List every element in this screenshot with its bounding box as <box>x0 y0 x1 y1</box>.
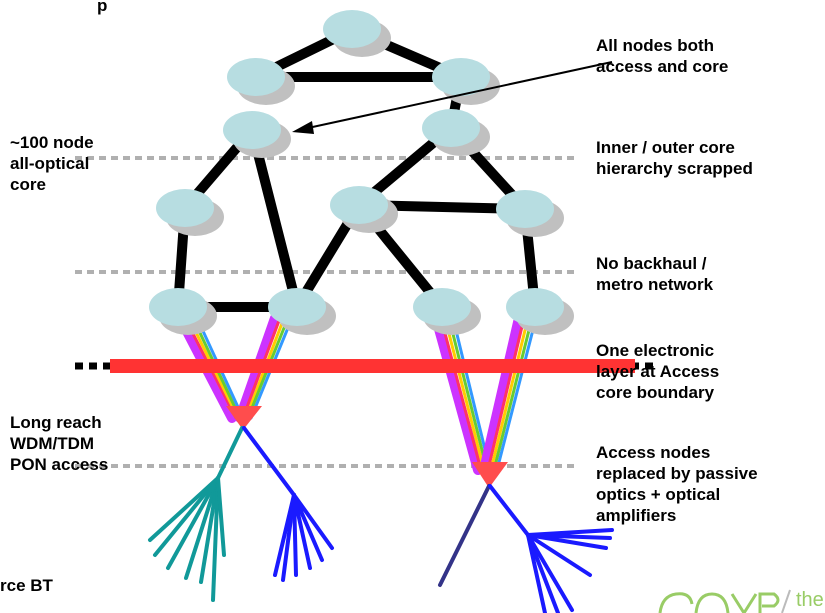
pointer-arrow <box>292 61 613 134</box>
bundle-right-a <box>431 313 492 475</box>
fiber-tree-left <box>148 426 334 602</box>
node-upper-left <box>227 58 295 105</box>
electronic-boundary-line <box>110 359 635 373</box>
fiber-tree-right <box>438 484 614 613</box>
label-electronic-layer: One electronic layer at Access core boun… <box>596 341 720 402</box>
node-edge-4 <box>506 288 574 335</box>
network-nodes <box>149 10 574 335</box>
node-edge-1 <box>149 288 217 335</box>
node-core-right <box>496 190 564 237</box>
label-source: rce BT <box>0 576 53 595</box>
node-top <box>323 10 391 57</box>
top-text-fragment: p <box>97 0 108 15</box>
label-pon-access: Long reach WDM/TDM PON access <box>10 413 109 474</box>
node-edge-3 <box>413 288 481 335</box>
bundle-right-b <box>479 313 538 475</box>
node-mid-right <box>422 109 490 156</box>
logo-partial <box>658 589 791 613</box>
splitter-right <box>472 462 508 488</box>
separator-lines <box>75 156 655 468</box>
label-access-nodes: Access nodes replaced by passive optics … <box>596 443 758 525</box>
node-edge-2 <box>268 288 336 335</box>
label-all-optical-core: ~100 node all-optical core <box>10 133 94 194</box>
logo-text-fragment: the <box>796 589 824 611</box>
link-d-h <box>247 125 302 312</box>
label-hierarchy: Inner / outer core hierarchy scrapped <box>596 138 753 178</box>
splitter-left <box>226 406 262 430</box>
node-core-left <box>156 189 224 236</box>
node-mid-left <box>223 111 291 158</box>
label-no-backhaul: No backhaul / metro network <box>596 254 714 294</box>
node-core-center <box>330 186 398 233</box>
label-all-nodes: All nodes both access and core <box>596 36 729 76</box>
